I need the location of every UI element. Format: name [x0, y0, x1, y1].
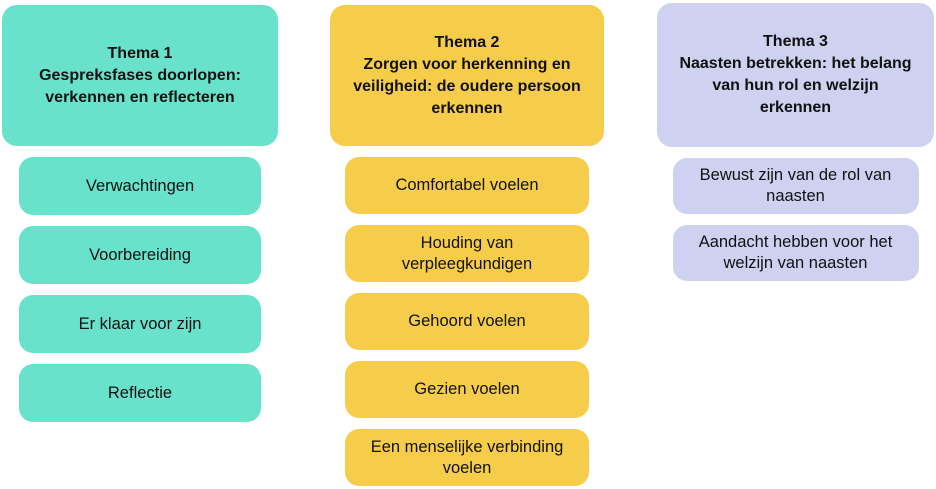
theme-3-column: Thema 3 Naasten betrekken: het belang va… [657, 3, 934, 281]
theme-3-title: Thema 3 [763, 33, 828, 50]
theme-2-title: Thema 2 [434, 33, 500, 51]
theme-2-subtitle: Zorgen voor herkenning en veiligheid: de… [353, 55, 581, 117]
theme-1-title: Thema 1 [107, 44, 173, 62]
theme-item: Bewust zijn van de rol van naasten [672, 158, 919, 214]
theme-3-header: Thema 3 Naasten betrekken: het belang va… [657, 3, 934, 147]
theme-item: Aandacht hebben voor het welzijn van naa… [672, 225, 919, 281]
theme-item: Gehoord voelen [345, 293, 589, 350]
theme-item: Een menselijke verbinding voelen [345, 429, 589, 486]
theme-item: Reflectie [19, 364, 261, 422]
theme-item: Comfortabel voelen [345, 157, 589, 214]
theme-item: Verwachtingen [19, 157, 261, 215]
theme-1-header: Thema 1 Gespreksfases doorlopen: verkenn… [2, 5, 278, 146]
theme-3-subtitle: Naasten betrekken: het belang van hun ro… [679, 55, 912, 116]
theme-item: Er klaar voor zijn [19, 295, 261, 353]
theme-item: Gezien voelen [345, 361, 589, 418]
theme-2-column: Thema 2 Zorgen voor herkenning en veilig… [330, 5, 604, 486]
theme-2-header: Thema 2 Zorgen voor herkenning en veilig… [330, 5, 604, 146]
theme-item: Voorbereiding [19, 226, 261, 284]
theme-1-column: Thema 1 Gespreksfases doorlopen: verkenn… [2, 5, 278, 422]
theme-item: Houding van verpleegkundigen [345, 225, 589, 282]
theme-1-subtitle: Gespreksfases doorlopen: verkennen en re… [39, 66, 241, 106]
